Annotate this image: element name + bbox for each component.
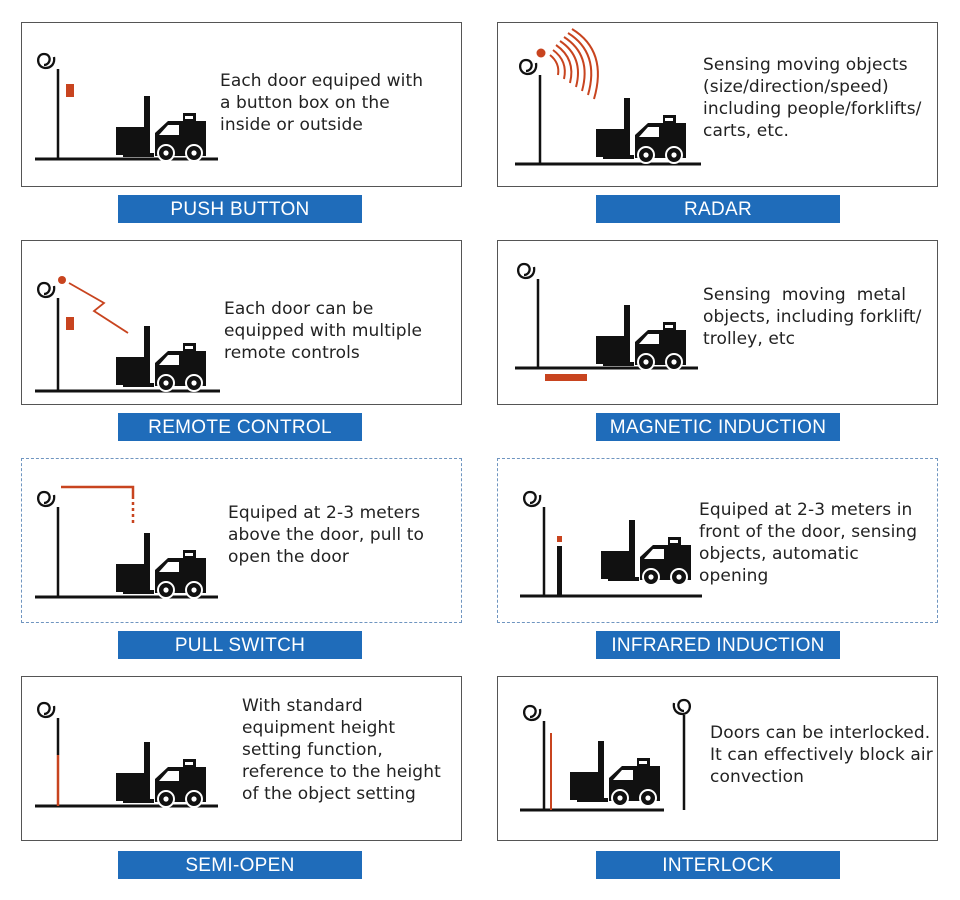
door-curl-icon: [36, 281, 56, 299]
panel-interlock: Doors can be interlocked. It can effecti…: [497, 676, 938, 841]
description: With standard equipment height setting f…: [242, 695, 441, 805]
label-infrared-induction: INFRARED INDUCTION: [596, 631, 840, 659]
description-line: equipment height: [242, 718, 396, 738]
label-semi-open: SEMI-OPEN: [118, 851, 362, 879]
description-line: Sensing moving metal: [703, 285, 907, 305]
remote-box-icon: [66, 317, 74, 330]
description-line: above the door, pull to: [228, 525, 425, 545]
description-line: Equiped at 2-3 meters: [228, 503, 421, 523]
description-line: objects, automatic: [699, 544, 859, 564]
panel-magnetic-induction: Sensing moving metal objects, including …: [497, 240, 938, 405]
remote-control-illustration: [35, 276, 220, 393]
forklift-icon: [600, 519, 692, 586]
description-line: open the door: [228, 547, 350, 567]
panel-radar: Sensing moving objects (size/direction/s…: [497, 22, 938, 187]
panel-semi-open: With standard equipment height setting f…: [21, 676, 462, 841]
pull-switch-illustration: [35, 485, 218, 599]
description-line: inside or outside: [220, 115, 363, 135]
infrared-induction-illustration: [520, 490, 702, 598]
description-line: Sensing moving objects: [703, 55, 908, 75]
remote-receiver-icon: [58, 276, 66, 284]
forklift-icon: [595, 97, 687, 164]
sensor-post-icon: [557, 546, 562, 596]
description-line: remote controls: [224, 343, 360, 363]
description: Sensing moving objects (size/direction/s…: [703, 54, 921, 142]
door-curl-icon: [36, 701, 56, 719]
door-curl-icon: [516, 262, 536, 280]
label-pull-switch: PULL SWITCH: [118, 631, 362, 659]
radar-sensor-icon: [536, 48, 546, 58]
pull-rope-icon: [61, 485, 135, 499]
description: Sensing moving metal objects, including …: [703, 284, 921, 350]
door-curl-icon: [36, 490, 56, 508]
description-line: Doors can be interlocked.: [710, 723, 931, 743]
description-line: With standard: [242, 696, 363, 716]
panel-infrared-induction: Equiped at 2-3 meters in front of the do…: [497, 458, 938, 623]
forklift-icon: [569, 740, 661, 807]
radar-illustration: [515, 28, 701, 166]
description: Each door can be equipped with multiple …: [224, 298, 422, 364]
description-line: front of the door, sensing: [699, 522, 918, 542]
forklift-icon: [595, 304, 687, 371]
description: Equiped at 2-3 meters in front of the do…: [699, 499, 917, 587]
description-line: It can effectively block air: [710, 745, 933, 765]
description: Each door equiped with a button box on t…: [220, 70, 423, 136]
label-interlock: INTERLOCK: [596, 851, 840, 879]
signal-zigzag-icon: [68, 282, 129, 334]
magnetic-induction-illustration: [515, 262, 698, 381]
label-push-button: PUSH BUTTON: [118, 195, 362, 223]
description-line: of the object setting: [242, 784, 416, 804]
panel-pull-switch: Equiped at 2-3 meters above the door, pu…: [21, 458, 462, 623]
panel-push-button: Each door equiped with a button box on t…: [21, 22, 462, 187]
button-box-icon: [66, 84, 74, 97]
description-line: Each door can be: [224, 299, 374, 319]
description: Doors can be interlocked. It can effecti…: [710, 722, 933, 788]
panel-remote-control: Each door can be equipped with multiple …: [21, 240, 462, 405]
door-curl-icon: [522, 704, 542, 722]
description: Equiped at 2-3 meters above the door, pu…: [228, 502, 424, 568]
description-line: equipped with multiple: [224, 321, 423, 341]
description-line: objects, including forklift/: [703, 307, 922, 327]
description-line: (size/direction/speed): [703, 77, 889, 97]
forklift-icon: [115, 532, 207, 599]
description-line: convection: [710, 767, 804, 787]
door-curl-icon: [36, 52, 56, 70]
door-curl-icon: [522, 490, 542, 508]
semi-open-illustration: [35, 701, 218, 808]
forklift-icon: [115, 95, 207, 162]
description-line: a button box on the: [220, 93, 390, 113]
magnetic-coil-icon: [545, 374, 587, 381]
description-line: Equiped at 2-3 meters in: [699, 500, 913, 520]
forklift-icon: [115, 325, 207, 392]
description-line: carts, etc.: [703, 121, 790, 141]
label-radar: RADAR: [596, 195, 840, 223]
description-line: including people/forklifts/: [703, 99, 922, 119]
infrared-sensor-icon: [557, 536, 562, 542]
push-button-illustration: [35, 52, 218, 162]
second-door-curl-icon: [672, 698, 692, 716]
description-line: setting function,: [242, 740, 383, 760]
label-magnetic-induction: MAGNETIC INDUCTION: [596, 413, 840, 441]
description-line: reference to the height: [242, 762, 441, 782]
interlock-illustration: [520, 698, 692, 812]
radar-waves-icon: [549, 28, 599, 100]
description-line: trolley, etc: [703, 329, 796, 349]
label-remote-control: REMOTE CONTROL: [118, 413, 362, 441]
description-line: Each door equiped with: [220, 71, 424, 91]
forklift-icon: [115, 741, 207, 808]
door-curl-icon: [518, 58, 538, 76]
description-line: opening: [699, 566, 769, 586]
